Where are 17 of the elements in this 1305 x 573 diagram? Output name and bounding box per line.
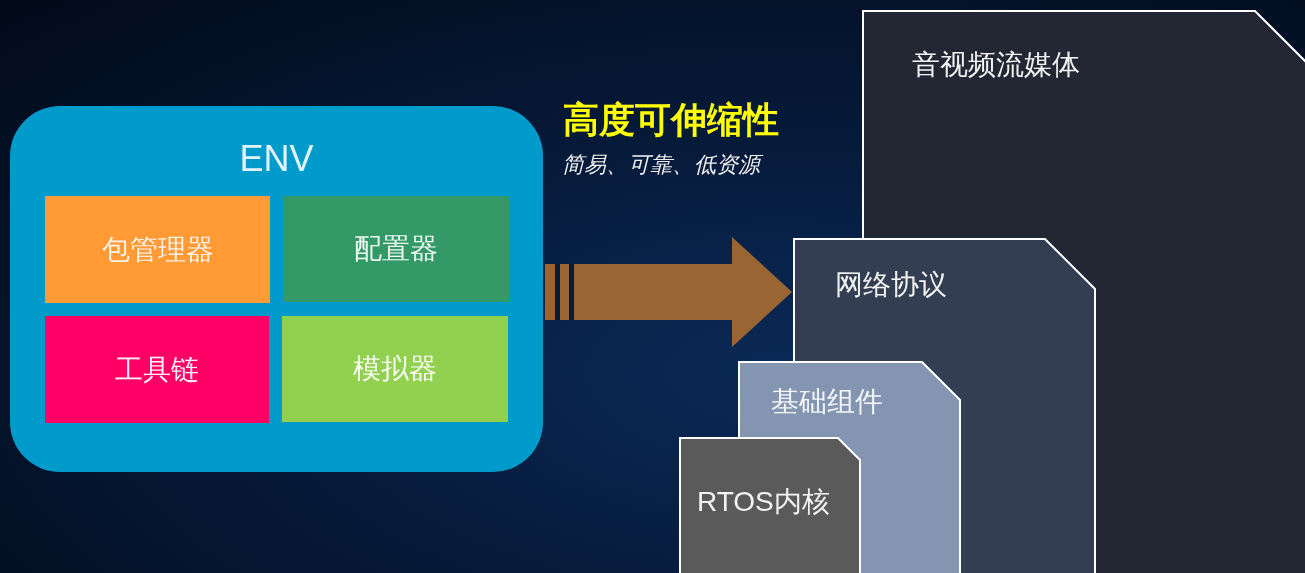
tool-tile [45, 316, 269, 423]
block-label: 工具链 [115, 352, 199, 387]
block-label: RTOS内核 [697, 485, 830, 519]
block-label: ENV [238, 137, 315, 181]
heading: 高度可伸缩性 [563, 98, 779, 142]
block-arrow [545, 237, 792, 347]
block-label: 包管理器 [101, 232, 214, 267]
tool-panel [10, 106, 543, 472]
block-label: 模拟器 [353, 352, 437, 386]
tool-tile [45, 196, 270, 303]
block-label: 配置器 [354, 232, 438, 266]
tool-tile [282, 316, 508, 422]
layer-block [679, 437, 861, 573]
block-label: 网络协议 [835, 268, 947, 302]
tool-tile [283, 196, 509, 302]
block-label: 基础组件 [771, 385, 883, 419]
block-label: 音视频流媒体 [912, 48, 1080, 82]
